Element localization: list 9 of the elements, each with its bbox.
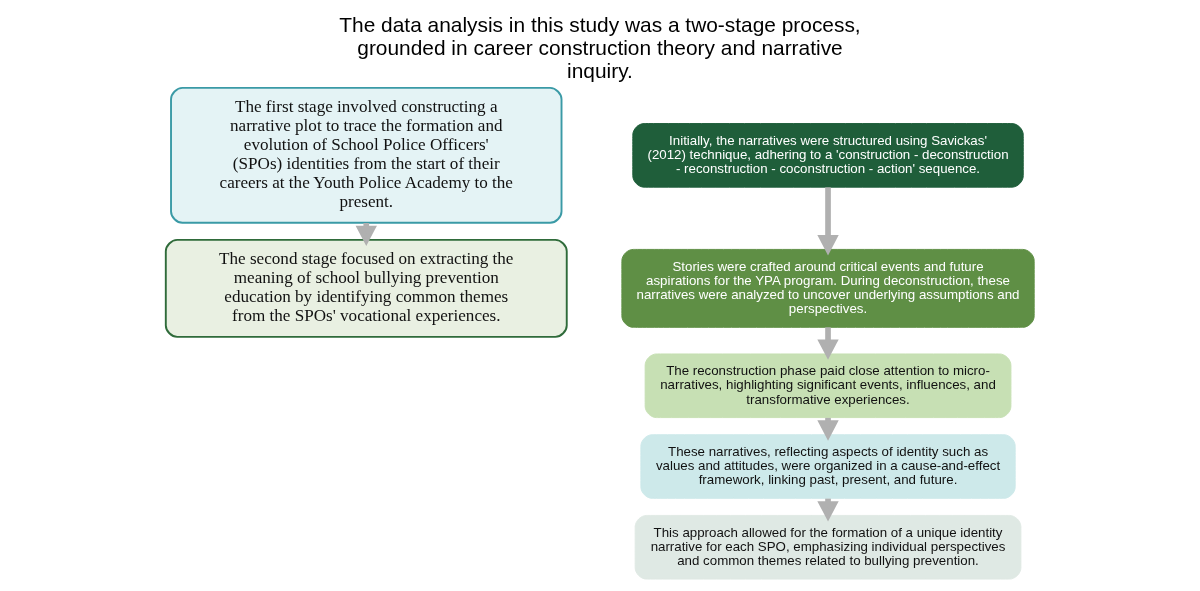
node-box: The reconstruction phase paid close attention to micro-narratives, highlighting significant events, influences, and transformative experiences. xyxy=(644,353,1012,419)
node-box: Initially, the narratives were structured using Savickas' (2012) technique, adhering to a 'construction - deconstruction - reconstruction - coconstruction - action' sequence. xyxy=(632,123,1024,188)
node-box: These narratives, reflecting aspects of identity such as values and attitudes, were organized in a cause-and-effect framework, linking past, present, and future. xyxy=(640,434,1016,499)
diagram-title: The data analysis in this study was a two-stage process, grounded in career construction theory and narrative inquiry. xyxy=(339,13,861,83)
node-box: The second stage focused on extracting the meaning of school bullying prevention education by identifying common themes from the SPOs' vocational experiences. xyxy=(164,238,568,338)
node-box: The first stage involved constructing a narrative plot to trace the formation and evolution of School Police Officers' (SPOs) identities from the start of their careers at the Youth Police Academy to the present. xyxy=(170,86,563,224)
node-box: This approach allowed for the formation of a unique identity narrative for each SPO, emphasizing individual perspectives and common themes related to bullying prevention. xyxy=(634,514,1022,580)
arrow xyxy=(817,187,839,256)
node-box: Stories were crafted around critical events and future aspirations for the YPA program. During deconstruction, these narratives were analyzed to uncover underlying assumptions and perspectives. xyxy=(621,248,1035,328)
